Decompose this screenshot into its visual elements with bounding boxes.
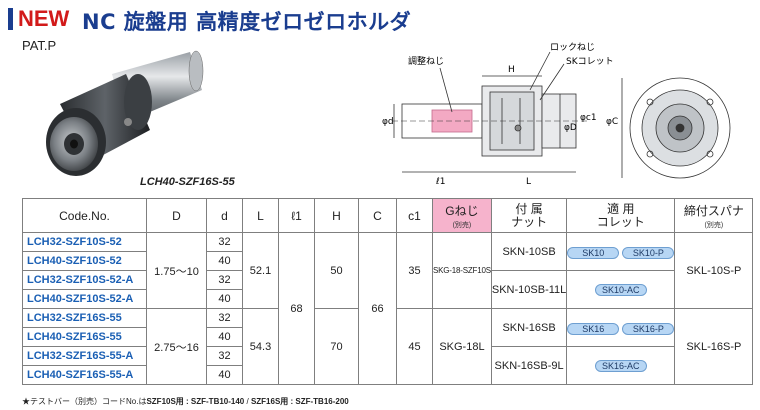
code-cell: LCH32-SZF10S-52 bbox=[22, 232, 147, 252]
code-cell: LCH40-SZF10S-52-A bbox=[22, 289, 147, 309]
L-cell: 54.3 bbox=[242, 308, 279, 385]
table-row: LCH40-SZF16S-55-A 40 bbox=[22, 365, 753, 385]
d-cell: 40 bbox=[206, 289, 243, 309]
collet-cell: SK16-AC bbox=[566, 346, 676, 385]
col-d: d bbox=[206, 198, 243, 233]
col-spanner-label: 締付スパナ bbox=[683, 203, 744, 218]
label-c1: φc1 bbox=[580, 113, 597, 123]
d-cell: 40 bbox=[206, 327, 243, 347]
collet-pill: SK10-P bbox=[622, 247, 674, 259]
photo-caption: LCH40-SZF16S-55 bbox=[140, 176, 235, 188]
spec-table: Code.No. D d L ℓ1 H C c1 Gねじ (別売) 付 属 ナッ… bbox=[22, 198, 754, 385]
nut-cell: SKN-10SB bbox=[490, 232, 568, 271]
L-cell: 52.1 bbox=[242, 232, 279, 309]
title-accent-bar bbox=[8, 8, 13, 30]
footnote-sep: / bbox=[244, 397, 251, 406]
col-code: Code.No. bbox=[22, 198, 147, 233]
label-C: φC bbox=[606, 117, 618, 127]
l1-cell: 68 bbox=[278, 232, 315, 385]
c1-cell: 35 bbox=[396, 232, 433, 309]
col-gneji: Gねじ (別売) bbox=[432, 198, 492, 233]
col-collet: 適 用 コレット bbox=[566, 198, 676, 233]
table-row: LCH32-SZF16S-55 2.75～16 32 54.3 70 45 SK… bbox=[22, 308, 754, 385]
nut-cell: SKN-16SB bbox=[490, 308, 568, 347]
d-cell: 32 bbox=[206, 308, 243, 328]
col-gneji-sub: (別売) bbox=[452, 221, 472, 229]
col-l1: ℓ1 bbox=[278, 198, 315, 233]
code-cell: LCH40-SZF16S-55 bbox=[22, 327, 147, 347]
collet-cell: SK16 SK16-P bbox=[566, 308, 676, 347]
label-H: H bbox=[508, 65, 515, 75]
footnote: ★テストバー（別売）コードNo.はSZF10S用 : SZF-TB10-140 … bbox=[22, 396, 349, 407]
label-adjust-screw: 調整ねじ bbox=[408, 55, 444, 67]
table-row: LCH32-SZF16S-55-A 32 SKN-16SB-9L SK16-AC bbox=[22, 346, 753, 385]
d-cell: 32 bbox=[206, 232, 243, 252]
col-H: H bbox=[314, 198, 359, 233]
footnote-prefix: ★テストバー（別売）コードNo.は bbox=[22, 397, 147, 406]
label-sk-collet: SKコレット bbox=[566, 57, 614, 67]
col-gneji-label: Gねじ bbox=[445, 203, 479, 218]
code-cell: LCH40-SZF16S-55-A bbox=[22, 365, 147, 385]
table-row: LCH40-SZF10S-52 40 bbox=[22, 251, 753, 271]
label-L: L bbox=[526, 177, 531, 187]
technical-drawing: 調整ねじ ロックねじ SKコレット H ℓ1 L φd φD φc1 φC bbox=[382, 42, 731, 187]
C-cell: 66 bbox=[358, 232, 397, 385]
collet-pill: SK10-AC bbox=[594, 283, 647, 296]
D-cell: 1.75～10 bbox=[146, 232, 207, 309]
spanner-cell: SKL-16S-P bbox=[674, 308, 754, 385]
label-l1: ℓ1 bbox=[435, 177, 445, 187]
col-spanner: 締付スパナ (別売) bbox=[674, 198, 754, 233]
new-badge: NEW bbox=[18, 6, 70, 31]
footnote-testbar-10: SZF10S用 : SZF-TB10-140 bbox=[146, 397, 245, 406]
col-c1: c1 bbox=[396, 198, 433, 233]
collet-pill: SK10 bbox=[567, 247, 620, 259]
H-cell: 70 bbox=[314, 308, 359, 385]
collet-cell: SK10 SK10-P bbox=[566, 232, 676, 271]
page-title: NC 旋盤用 高精度ゼロゼロホルダ bbox=[82, 10, 412, 34]
table-row: LCH32-SZF10S-52 1.75～10 32 52.1 68 50 66… bbox=[22, 232, 754, 385]
d-cell: 40 bbox=[206, 251, 243, 271]
gneji-cell: SKG-18L bbox=[432, 308, 492, 385]
col-C: C bbox=[358, 198, 397, 233]
table-row: LCH40-SZF16S-55 40 bbox=[22, 327, 753, 347]
gneji-cell: SKG-18-SZF10S bbox=[432, 232, 492, 309]
footnote-testbar-16: SZF16S用 : SZF-TB16-200 bbox=[250, 397, 349, 406]
label-D: φD bbox=[564, 123, 577, 133]
d-cell: 40 bbox=[206, 365, 243, 385]
d-cell: 32 bbox=[206, 346, 243, 366]
col-L: L bbox=[242, 198, 279, 233]
code-cell: LCH32-SZF16S-55-A bbox=[22, 346, 147, 366]
collet-pill: SK16-P bbox=[622, 323, 674, 335]
d-cell: 32 bbox=[206, 270, 243, 290]
H-cell: 50 bbox=[314, 232, 359, 309]
col-D: D bbox=[146, 198, 207, 233]
code-cell: LCH40-SZF10S-52 bbox=[22, 251, 147, 271]
table-header-row: Code.No. D d L ℓ1 H C c1 Gねじ (別売) 付 属 ナッ… bbox=[22, 198, 754, 233]
c1-cell: 45 bbox=[396, 308, 433, 385]
collet-cell: SK10-AC bbox=[566, 270, 676, 309]
label-d: φd bbox=[382, 117, 394, 127]
col-nut: 付 属 ナット bbox=[490, 198, 568, 233]
collet-pill: SK16-AC bbox=[594, 359, 647, 372]
table-row: LCH40-SZF10S-52-A 40 bbox=[22, 289, 753, 309]
spanner-cell: SKL-10S-P bbox=[674, 232, 754, 309]
product-photo bbox=[46, 50, 204, 176]
code-cell: LCH32-SZF16S-55 bbox=[22, 308, 147, 328]
patent-label: PAT.P bbox=[22, 38, 57, 53]
nut-cell: SKN-16SB-9L bbox=[490, 346, 568, 385]
table-row: LCH32-SZF10S-52-A 32 SKN-10SB-11L SK10-A… bbox=[22, 270, 753, 309]
collet-pill: SK16 bbox=[567, 323, 620, 335]
nut-cell: SKN-10SB-11L bbox=[490, 270, 568, 309]
D-cell: 2.75～16 bbox=[146, 308, 207, 385]
code-cell: LCH32-SZF10S-52-A bbox=[22, 270, 147, 290]
col-spanner-sub: (別売) bbox=[704, 221, 724, 229]
label-lock-screw: ロックねじ bbox=[550, 42, 595, 53]
